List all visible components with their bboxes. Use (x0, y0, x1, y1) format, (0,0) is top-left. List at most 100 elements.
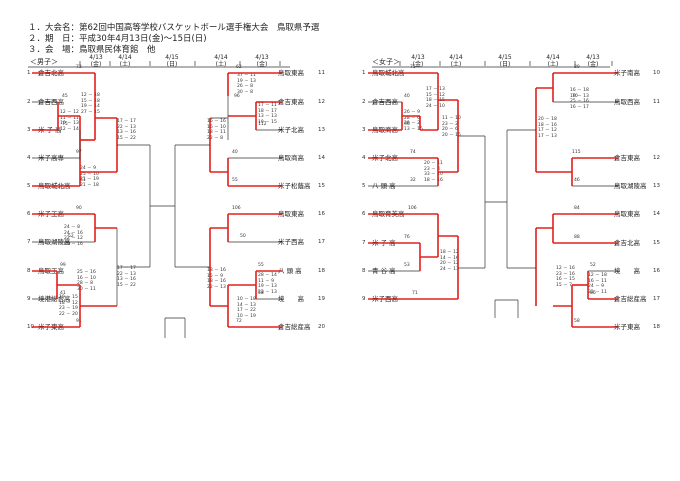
team-number: 18 (653, 324, 660, 330)
round-score: 70 (572, 94, 578, 99)
team-number: 11 (653, 99, 660, 105)
round-score: 55 (258, 263, 264, 268)
team-name: 米子西高 (278, 238, 304, 246)
quarter-scores: 12 － 12 11 － 11 10 － 13 12 － 14 (60, 110, 79, 132)
round-score: 66 (590, 291, 596, 296)
round-score: 71 (412, 291, 418, 296)
team-name: 八 頭 高 (278, 267, 302, 275)
team-number: 19 (318, 296, 325, 302)
quarter-scores: 24 － 8 24 － 16 22 － 12 20 － 16 (64, 225, 83, 247)
quarter-scores: 17 － 17 22 － 13 13 － 16 15 － 22 (117, 119, 136, 141)
team-name: 鳥取西高 (614, 98, 640, 106)
team-name: 倉吉東高 (614, 154, 640, 162)
team-number: 16 (653, 268, 660, 274)
team-number: 17 (318, 239, 325, 245)
team-name: 鳥取東高 (614, 210, 640, 218)
date-column: 4/14 (土) (449, 54, 463, 68)
date-column: 4/13 (金) (89, 54, 103, 68)
date-column: 4/13 (金) (411, 54, 425, 68)
round-score: 52 (68, 234, 74, 239)
team-number: 1 (362, 70, 366, 76)
round-score: 84 (574, 206, 580, 211)
team-number: 4 (27, 155, 31, 161)
team-number: 9 (362, 296, 366, 302)
round-score: 89 (574, 65, 580, 70)
round-score: 55 (232, 178, 238, 183)
team-name: 倉吉総産高 (278, 323, 311, 331)
team-name: 米子南高 (614, 69, 640, 77)
round-score: 106 (408, 206, 417, 211)
team-name: 倉吉総産高 (614, 295, 647, 303)
round-score: 74 (410, 150, 416, 155)
team-name: 鳥取東高 (278, 69, 304, 77)
team-number: 13 (318, 127, 325, 133)
team-number: 10 (27, 324, 34, 330)
team-number: 2 (362, 99, 366, 105)
quarter-scores: 12 － 18 16 － 11 24 － 9 22 － 11 (588, 273, 607, 295)
tournament-venue: ３．会 場：鳥取県民体育館 他 (28, 45, 156, 55)
round-score: 115 (572, 150, 581, 155)
round-score: 76 (404, 235, 410, 240)
team-number: 8 (27, 268, 31, 274)
team-number: 7 (27, 239, 31, 245)
round-score: 58 (574, 319, 580, 324)
round-score: 75 (410, 65, 416, 70)
quarter-scores: 17 － 13 15 － 12 18 － 15 24 － 10 (426, 87, 445, 109)
team-name: 鳥取湖陵高 (614, 182, 647, 190)
round-score: 96 (234, 94, 240, 99)
round-score: 52 (590, 263, 596, 268)
round-score: 96 (404, 122, 410, 127)
round-score: 91 (76, 319, 82, 324)
date-column: 4/15 (日) (498, 54, 512, 68)
team-number: 4 (362, 155, 366, 161)
quarter-scores: 19 － 15 18 － 12 23 － 19 22 － 20 (59, 295, 78, 317)
round-score: 40 (232, 150, 238, 155)
round-score: 41 (60, 291, 66, 296)
team-number: 15 (318, 183, 325, 189)
team-number: 3 (27, 127, 31, 133)
date-column: 4/14 (土) (118, 54, 132, 68)
quarter-scores: 20 － 18 18 － 16 17 － 12 17 － 13 (538, 117, 557, 139)
team-number: 13 (653, 183, 660, 189)
team-number: 12 (318, 99, 325, 105)
quarter-scores: 18 － 12 14 － 16 20 － 12 24 － 13 (440, 250, 459, 272)
date-column: 4/14 (土) (214, 54, 228, 68)
date-column: 4/13 (金) (255, 54, 269, 68)
team-name: 倉吉東高 (278, 98, 304, 106)
quarter-scores: 11 － 10 23 － 2 20 － 6 20 － 15 (442, 116, 461, 138)
round-score: 112 (258, 122, 267, 127)
round-score: 90 (76, 206, 82, 211)
team-number: 16 (318, 211, 325, 217)
round-score: 46 (574, 178, 580, 183)
team-name: 鳥取商高 (278, 154, 304, 162)
round-score: 88 (574, 235, 580, 240)
quarter-scores: 12 － 18 15 － 18 19 － 14 27 － 15 (81, 93, 100, 115)
tournament-name: １．大会名：第62回中国高等学校バスケットボール選手権大会 鳥取県予選 (28, 23, 320, 33)
quarter-scores: 17 － 11 18 － 17 13 － 13 19 － 15 (258, 103, 277, 125)
quarter-scores: 28 － 14 11 － 9 19 － 13 23 － 13 (258, 273, 277, 295)
team-name: 米子松蔭高 (278, 182, 311, 190)
team-name: 米子北高 (278, 126, 304, 134)
round-score: 97 (76, 150, 82, 155)
team-name: 米子東高 (614, 323, 640, 331)
round-score: 62 (236, 65, 242, 70)
team-number: 9 (27, 296, 31, 302)
team-number: 8 (362, 268, 366, 274)
team-number: 14 (653, 211, 660, 217)
team-number: 11 (318, 70, 325, 76)
date-column: 4/14 (土) (546, 54, 560, 68)
round-score: 45 (62, 94, 68, 99)
round-score: 106 (232, 206, 241, 211)
round-score: 73 (76, 65, 82, 70)
team-number: 10 (653, 70, 660, 76)
team-name: 鳥取東高 (278, 210, 304, 218)
round-score: 51 (80, 178, 86, 183)
round-score: 40 (404, 94, 410, 99)
team-number: 17 (653, 296, 660, 302)
quarter-scores: 12 － 16 23 － 16 16 － 15 15 － 7 (556, 266, 575, 288)
quarter-scores: 24 － 9 25 － 10 21 － 19 21 － 18 (80, 166, 99, 188)
team-name: 境 高 (278, 295, 304, 303)
round-score: 58 (258, 291, 264, 296)
team-number: 1 (27, 70, 31, 76)
